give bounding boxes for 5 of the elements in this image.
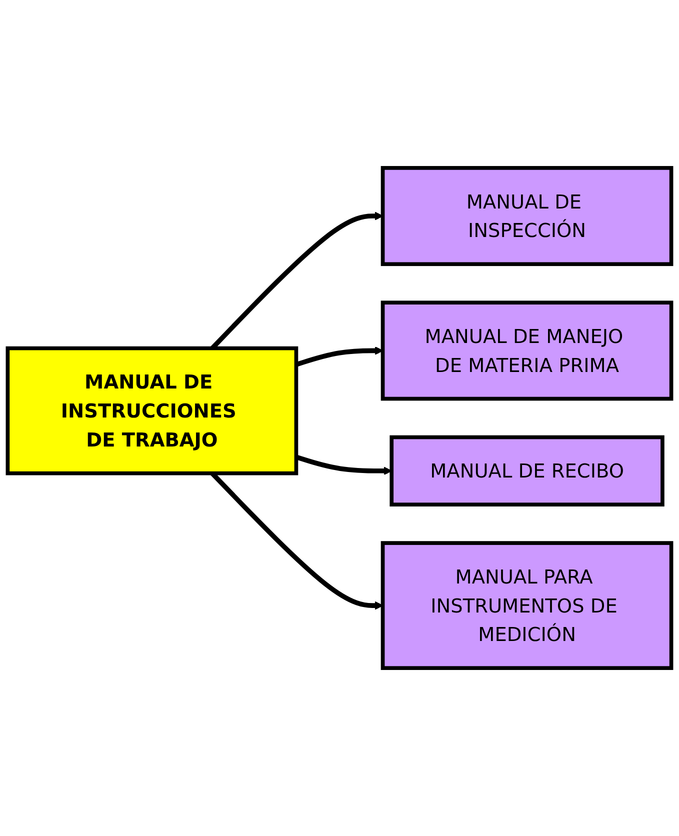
node-box: MANUAL DE MANEJO DE MATERIA PRIMA: [380, 300, 674, 401]
node-box: MANUAL DE INSTRUCCIONES DE TRABAJO: [6, 346, 298, 476]
node-box: MANUAL DE RECIBO: [390, 435, 664, 506]
node-box: MANUAL PARA INSTRUMENTOS DE MEDICIÓN: [380, 541, 674, 670]
node-box: MANUAL DE INSPECCIÓN: [380, 166, 674, 266]
